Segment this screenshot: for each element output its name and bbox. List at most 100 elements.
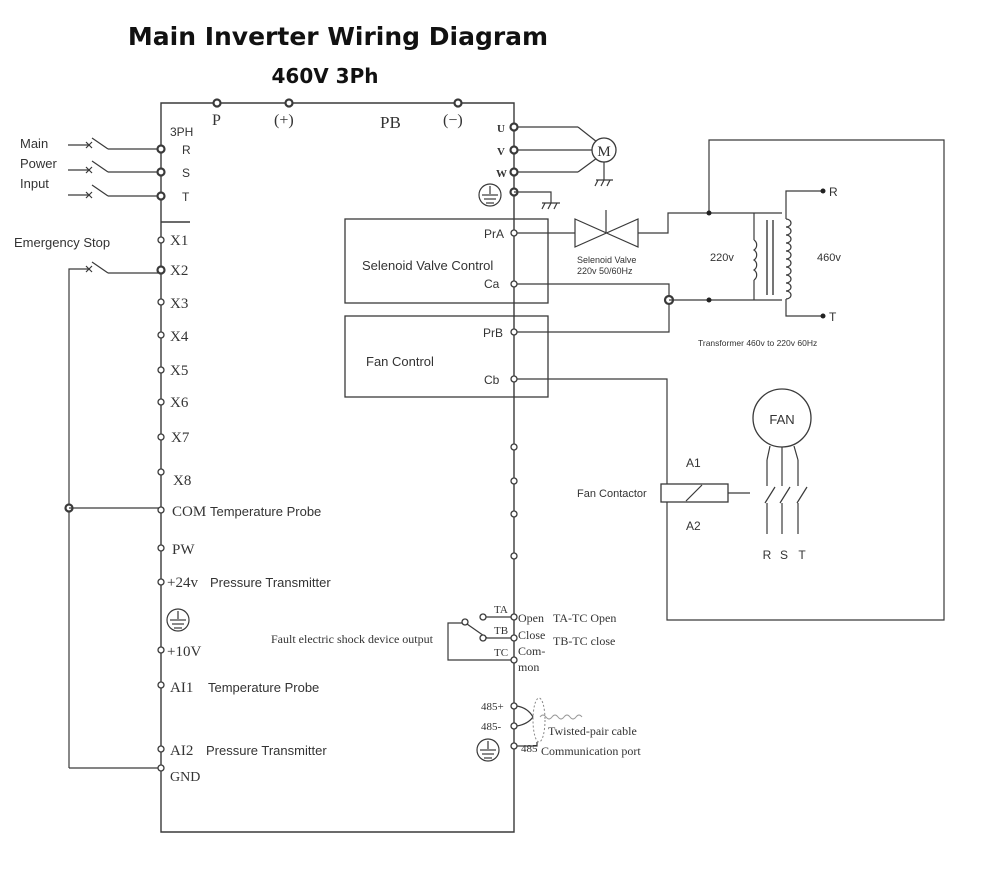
label-r: R	[182, 143, 191, 157]
label-ta: TA	[494, 604, 508, 616]
terminal-x7	[157, 433, 165, 441]
label-x2: X2	[170, 263, 188, 279]
terminal-tc	[510, 656, 518, 664]
motor-outputs: U V W M	[478, 122, 617, 210]
emergency-stop-label: Emergency Stop	[14, 235, 110, 250]
label-485-plus: 485+	[481, 701, 504, 713]
terminal-prb	[510, 328, 518, 336]
terminal-gnd	[157, 764, 165, 772]
power-label-2: Power	[20, 156, 58, 171]
label-x4: X4	[170, 329, 189, 345]
twisted-pair-label: Twisted-pair cable	[548, 724, 637, 738]
fan-control: Fan Control PrB Cb	[344, 315, 549, 398]
valve-label-1: Selenoid Valve	[577, 255, 636, 265]
label-gnd: GND	[170, 770, 200, 785]
label-t: T	[182, 190, 190, 204]
label-w: W	[496, 168, 507, 180]
terminal-x4	[157, 331, 165, 339]
terminal-ca	[510, 280, 518, 288]
label-ai2: AI2	[170, 743, 193, 759]
fan-icon: FAN	[752, 388, 812, 448]
label-ca: Ca	[484, 277, 500, 291]
note-com: Temperature Probe	[210, 504, 321, 519]
ground-icon	[476, 738, 500, 762]
label-x3: X3	[170, 296, 188, 312]
terminal-t	[156, 191, 166, 201]
ground-icon	[166, 608, 190, 632]
analog-terminals: COM Temperature Probe PW +24v Pressure T…	[157, 504, 331, 785]
label-x6: X6	[170, 395, 189, 411]
terminal-pw	[157, 544, 165, 552]
breaker-r	[68, 137, 161, 150]
relay-description: Fault electric shock device output	[271, 632, 434, 646]
power-label-1: Main	[20, 136, 48, 151]
terminal-10v	[157, 646, 165, 654]
note-ai1: Temperature Probe	[208, 680, 319, 695]
terminal-plus	[284, 98, 294, 108]
terminal-cb	[510, 375, 518, 383]
terminal-p	[212, 98, 222, 108]
digital-input-terminals: X1 X2 X3 X4 X5 X6 X7 X8	[156, 233, 191, 489]
contactor-a2: A2	[686, 519, 701, 533]
emergency-stop: Emergency Stop	[14, 235, 161, 769]
terminal-ai1	[157, 681, 165, 689]
fan-box-title: Fan Control	[366, 354, 434, 369]
label-tb: TB	[494, 625, 508, 637]
contactor-coil	[660, 483, 750, 503]
transformer-caption: Transformer 460v to 220v 60Hz	[698, 338, 817, 348]
label-u: U	[497, 123, 505, 135]
label-tc: TC	[494, 647, 508, 659]
fan-phase-r: R	[763, 548, 772, 562]
label-485-minus: 485-	[481, 721, 502, 733]
transformer-secondary: 460v	[817, 252, 841, 264]
port-number: 485	[521, 743, 538, 755]
label-x7: X7	[171, 430, 190, 446]
terminal-w	[509, 167, 519, 177]
phase-label: 3PH	[170, 125, 193, 139]
terminal-x1	[157, 236, 165, 244]
label-minus: (−)	[443, 112, 463, 129]
terminal-tb	[510, 634, 518, 642]
terminal-x6	[157, 398, 165, 406]
tb-tc-note: TB-TC close	[553, 634, 615, 648]
label-com: COM	[172, 504, 206, 520]
transformer-r: R	[829, 185, 838, 199]
motor-label: M	[597, 144, 610, 160]
terminal-485-plus	[510, 702, 518, 710]
terminal-minus	[453, 98, 463, 108]
label-prb: PrB	[483, 326, 503, 340]
fault-relay-output: Fault electric shock device output TA TB…	[271, 604, 616, 674]
terminal-485-shield	[510, 742, 518, 750]
note-24v: Pressure Transmitter	[210, 575, 331, 590]
spare-terminals	[510, 443, 518, 560]
label-close: Close	[518, 628, 545, 642]
ta-tc-note: TA-TC Open	[553, 611, 616, 625]
terminal-u	[509, 122, 519, 132]
terminal-x5	[157, 366, 165, 374]
label-x5: X5	[170, 363, 188, 379]
solenoid-valve-control: Selenoid Valve Control PrA Ca	[344, 218, 549, 304]
diagram-title: Main Inverter Wiring Diagram	[128, 22, 548, 51]
port-label: Communication port	[541, 744, 641, 758]
label-com1: Com-	[518, 644, 545, 658]
ground-icon	[478, 183, 502, 207]
terminal-24v	[157, 578, 165, 586]
label-x1: X1	[170, 233, 188, 249]
terminal-ai2	[157, 745, 165, 753]
diagram-subtitle: 460V 3Ph	[271, 64, 378, 88]
breaker-s	[68, 160, 161, 174]
fan-circuit: FAN R S T Fan Contactor A1 A2	[577, 388, 812, 562]
label-10v: +10V	[167, 644, 201, 660]
contactor-a1: A1	[686, 456, 701, 470]
dc-bus-terminals: P (+) PB (−)	[212, 98, 463, 132]
label-24v: +24v	[167, 575, 198, 591]
fan-phase-s: S	[780, 548, 788, 562]
label-p: P	[212, 112, 221, 129]
rs485-port: 485+ 485- Twisted-pair cable 485 Communi…	[476, 697, 641, 762]
terminal-pra	[510, 229, 518, 237]
terminal-485-minus	[510, 722, 518, 730]
terminal-ta	[510, 613, 518, 621]
terminal-s	[156, 167, 166, 177]
fan-label: FAN	[769, 412, 794, 427]
